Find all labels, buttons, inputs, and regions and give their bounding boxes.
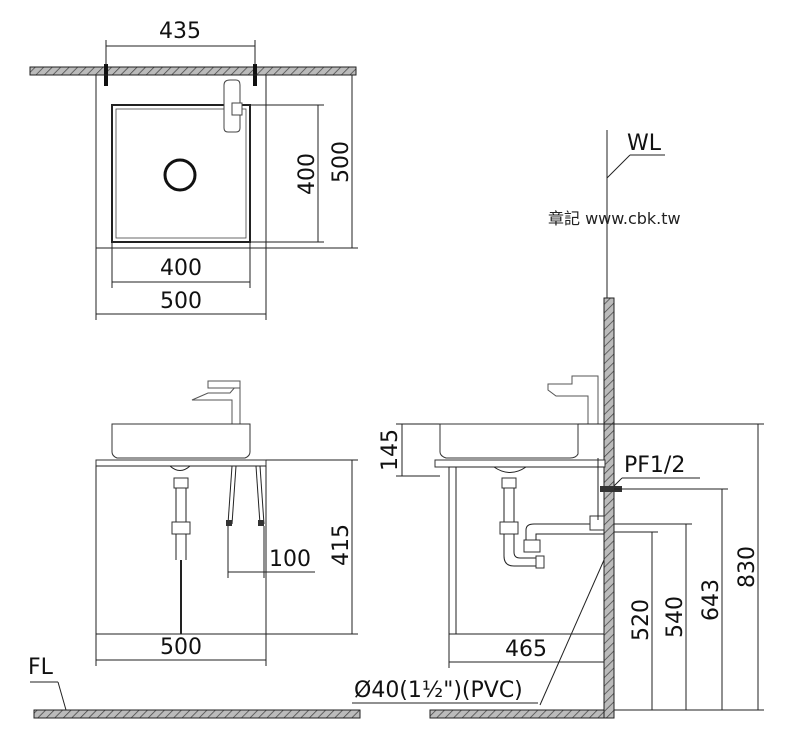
- dim-vanity-depth: 500: [329, 141, 354, 183]
- top-view: 435 400 500 400 500: [29, 19, 358, 320]
- vanity-outline-top: [95, 74, 267, 249]
- floor: FL: [28, 655, 611, 719]
- dim-drain-height: 520: [629, 599, 654, 641]
- dim-cabinet-depth: 465: [505, 637, 547, 662]
- dim-rim-height: 830: [735, 546, 760, 588]
- basin-front: [111, 423, 251, 459]
- dim-vanity-width: 500: [160, 289, 202, 314]
- floor-section-left: [33, 709, 361, 719]
- dim-bowl-width: 400: [160, 256, 202, 281]
- front-view: 145 415 100 500: [95, 380, 440, 666]
- label-drain-pipe: Ø40(1½")(PVC): [354, 678, 523, 703]
- dim-fitting-height: 643: [699, 579, 724, 621]
- faucet-side-icon: [547, 375, 599, 425]
- dim-cabinet-height: 415: [329, 524, 354, 566]
- side-view: PF1/2 Ø40(1½")(PVC) 465 520 540 643 830: [352, 297, 764, 719]
- dim-cabinet-width: 500: [160, 635, 202, 660]
- dim-basin-height: 145: [378, 429, 403, 471]
- dim-pipe-offset: 100: [269, 547, 311, 572]
- basin-side: [439, 423, 579, 459]
- floor-section-right: [429, 709, 611, 719]
- dim-mount-spacing: 435: [159, 19, 201, 44]
- dim-supply-height: 540: [663, 596, 688, 638]
- drain-icon: [163, 158, 197, 192]
- water-level-marker: WL: [606, 130, 665, 300]
- watermark: 章記 www.cbk.tw: [548, 209, 681, 228]
- faucet-front-icon: [191, 385, 241, 425]
- cabinet-side: [448, 466, 605, 635]
- label-supply-fitting: PF1/2: [624, 453, 685, 478]
- wall-section-side: [603, 297, 615, 719]
- label-floor-level: FL: [28, 655, 54, 680]
- wall-section-top: [29, 66, 357, 76]
- dim-bowl-depth: 400: [295, 153, 320, 195]
- bowl-outline-top: [111, 104, 251, 243]
- label-water-level: WL: [627, 131, 662, 156]
